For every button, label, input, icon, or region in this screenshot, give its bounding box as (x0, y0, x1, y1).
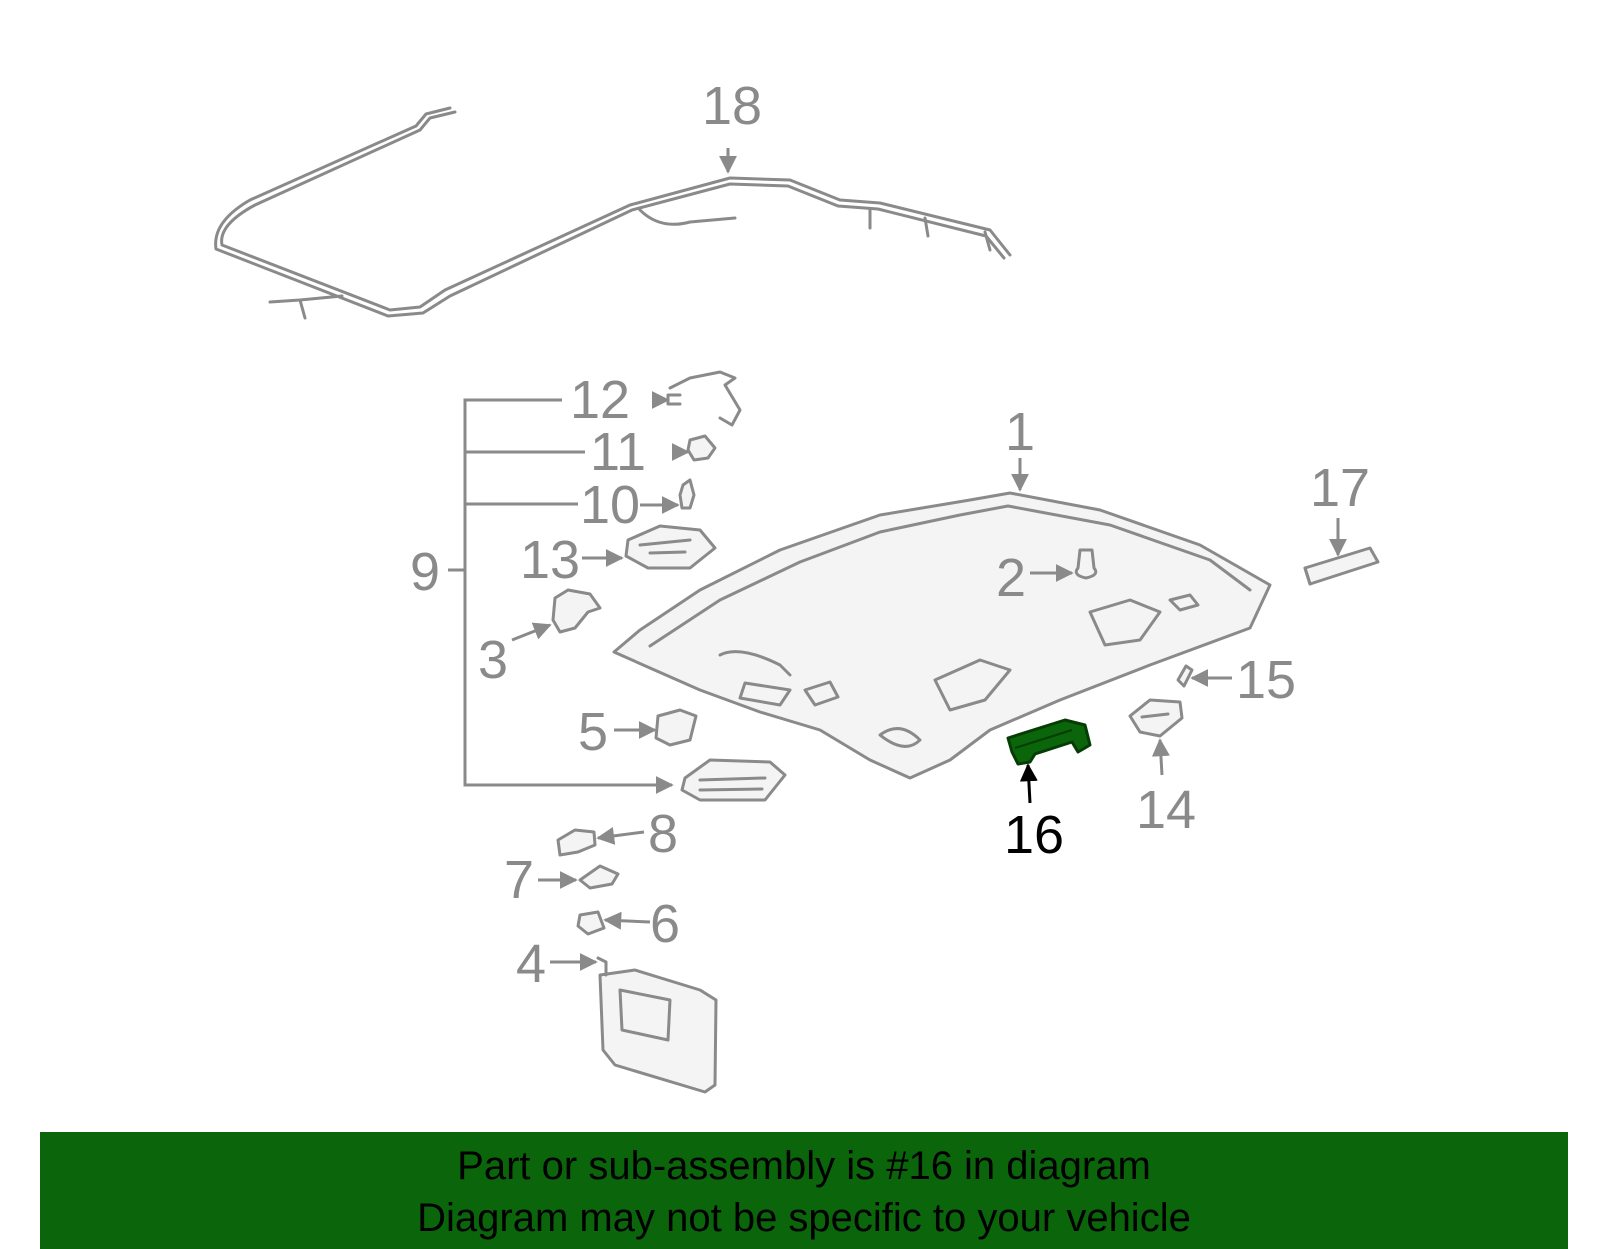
callout-15: 15 (1236, 650, 1296, 710)
callout-18: 18 (702, 76, 762, 136)
group-9-bracket (448, 398, 674, 794)
callout-9: 9 (410, 542, 440, 602)
assist-handle-part-16[interactable] (1006, 718, 1092, 766)
lamp-part-13 (624, 524, 717, 570)
callout-16: 16 (1004, 805, 1064, 865)
callout-11: 11 (590, 422, 646, 482)
console-part-9 (680, 758, 787, 802)
bracket-part-7 (578, 864, 620, 890)
callout-13: 13 (520, 530, 580, 590)
trim-part-17 (1303, 546, 1380, 586)
clip-part-15 (1176, 664, 1194, 688)
callout-10: 10 (580, 475, 640, 535)
harness-part-12 (666, 370, 742, 427)
headliner-part-1 (612, 491, 1272, 780)
callout-7: 7 (504, 850, 534, 910)
clip-part-10 (678, 478, 696, 510)
callout-4: 4 (516, 934, 546, 994)
callout-labels: 18 1 2 12 11 10 13 9 3 5 8 7 6 4 15 14 1… (410, 76, 1370, 994)
harness-part-18 (214, 106, 1012, 320)
callout-3: 3 (478, 630, 508, 690)
info-banner: Part or sub-assembly is #16 in diagram D… (40, 1132, 1568, 1249)
leader-arrows (511, 148, 1347, 971)
callout-1: 1 (1005, 402, 1035, 462)
banner-line-2: Diagram may not be specific to your vehi… (417, 1196, 1191, 1240)
callout-14: 14 (1136, 780, 1196, 840)
bracket-part-3 (551, 588, 602, 634)
callout-12: 12 (570, 370, 630, 430)
banner-line-1: Part or sub-assembly is #16 in diagram (457, 1144, 1151, 1188)
callout-2: 2 (996, 548, 1026, 608)
cover-part-8 (556, 828, 597, 857)
clip-part-2 (1074, 548, 1098, 580)
clip-part-6 (576, 910, 606, 936)
bracket-part-11 (686, 434, 717, 462)
callout-5: 5 (578, 702, 608, 762)
lamp-part-14 (1128, 698, 1184, 738)
cover-part-5 (654, 708, 698, 747)
sunvisor-part-4 (596, 956, 718, 1094)
callout-8: 8 (648, 804, 678, 864)
callout-6: 6 (650, 894, 680, 954)
callout-17: 17 (1310, 458, 1370, 518)
